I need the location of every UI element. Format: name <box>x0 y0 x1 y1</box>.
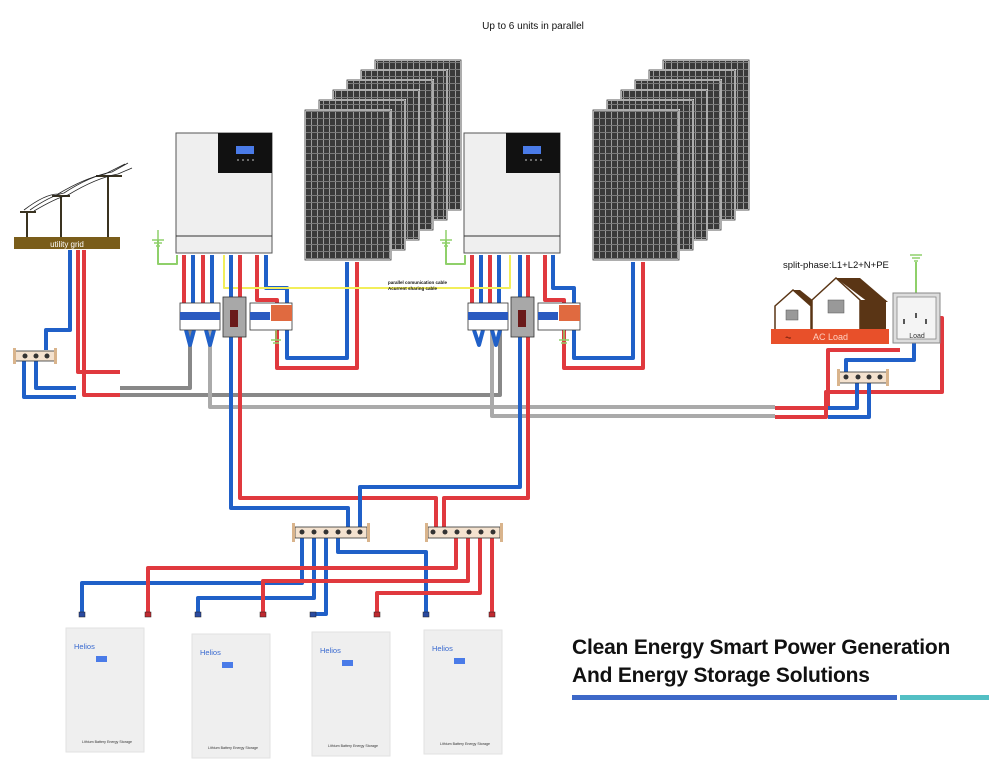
sine-wave-icon: ⏦ <box>785 333 792 342</box>
bus-left-blue-1 <box>22 360 76 399</box>
negative-busbar <box>292 523 370 542</box>
battery-caption: Lithium Battery Energy Storage <box>208 746 258 750</box>
inv1-pv-red <box>255 255 359 370</box>
ground-icon <box>910 254 922 262</box>
breakers-inverter-1 <box>179 296 293 344</box>
battery-caption: Lithium Battery Energy Storage <box>328 744 378 748</box>
ac-line-light-1 <box>208 320 775 409</box>
dc-inv2-blue <box>358 255 522 528</box>
ground-icon <box>152 230 164 247</box>
load-blue-1 <box>828 383 859 410</box>
battery-brand: Helios <box>74 642 95 651</box>
battery-caption: Lithium Battery Energy Storage <box>82 740 132 744</box>
load-red-1 <box>775 348 900 410</box>
headline-line-1: Clean Energy Smart Power Generation <box>572 636 951 659</box>
inverter-2[interactable] <box>463 132 561 254</box>
breakers-inverter-2 <box>467 296 581 344</box>
grid-busbar <box>13 348 57 364</box>
parallel-comm-label: parallel comunication cable <box>388 280 448 285</box>
grid-wire-red-1 <box>76 250 120 374</box>
surge-protector <box>559 305 580 321</box>
house-icon <box>774 276 888 333</box>
battery-screen <box>342 660 353 666</box>
load-blue-bus <box>844 330 916 375</box>
battery-caption: Lithium Battery Energy Storage <box>440 742 490 746</box>
ac-line-dark-2 <box>120 320 502 397</box>
battery-screen <box>222 662 233 668</box>
surge-protector <box>271 305 292 321</box>
ac-load-bar <box>771 329 889 344</box>
positive-busbar <box>425 523 503 542</box>
pv-array-1 <box>304 59 462 261</box>
battery-brand: Helios <box>320 646 341 655</box>
battery-brand: Helios <box>432 644 453 653</box>
inverter-1[interactable] <box>175 132 273 254</box>
grid-wire-red-2 <box>82 250 120 397</box>
parallel-comm-cable <box>223 255 511 289</box>
utility-grid-icon <box>14 162 133 249</box>
battery-screen <box>454 658 465 664</box>
dc-inv1-red <box>238 255 438 528</box>
dc-inv2-red <box>442 255 530 528</box>
pv-array-2 <box>592 59 750 261</box>
split-phase-label: split-phase:L1+L2+N+PE <box>783 260 889 271</box>
load-panel[interactable] <box>892 292 941 344</box>
grid-wire-blue <box>44 250 72 350</box>
bus-left-blue-2 <box>34 360 76 390</box>
utility-grid-label: utility grid <box>50 240 84 249</box>
load-blue-2 <box>828 383 871 419</box>
accent-bar-teal <box>900 695 989 700</box>
ac-line-dark <box>120 320 192 390</box>
solar-panel <box>592 109 680 261</box>
inverter-screen <box>523 146 541 154</box>
battery-terminals <box>78 611 496 618</box>
dc-inv1-blue <box>229 255 350 528</box>
ac-load-label: AC Load <box>813 332 848 342</box>
load-busbar <box>837 369 889 386</box>
ac-line-light-2 <box>490 320 775 418</box>
inverter-screen <box>236 146 254 154</box>
accent-bar-blue <box>572 695 897 700</box>
battery-screen <box>96 656 107 662</box>
headline-line-2: And Energy Storage Solutions <box>572 664 870 687</box>
solar-panel <box>304 109 392 261</box>
diagram-title: Up to 6 units in parallel <box>482 21 584 32</box>
ground-icon <box>440 230 452 247</box>
load-panel-label: Load <box>909 333 925 340</box>
current-sharing-label: Acurrent sharing cable <box>388 286 438 291</box>
battery-brand: Helios <box>200 648 221 657</box>
headline: Clean Energy Smart Power Generation And … <box>572 634 950 690</box>
